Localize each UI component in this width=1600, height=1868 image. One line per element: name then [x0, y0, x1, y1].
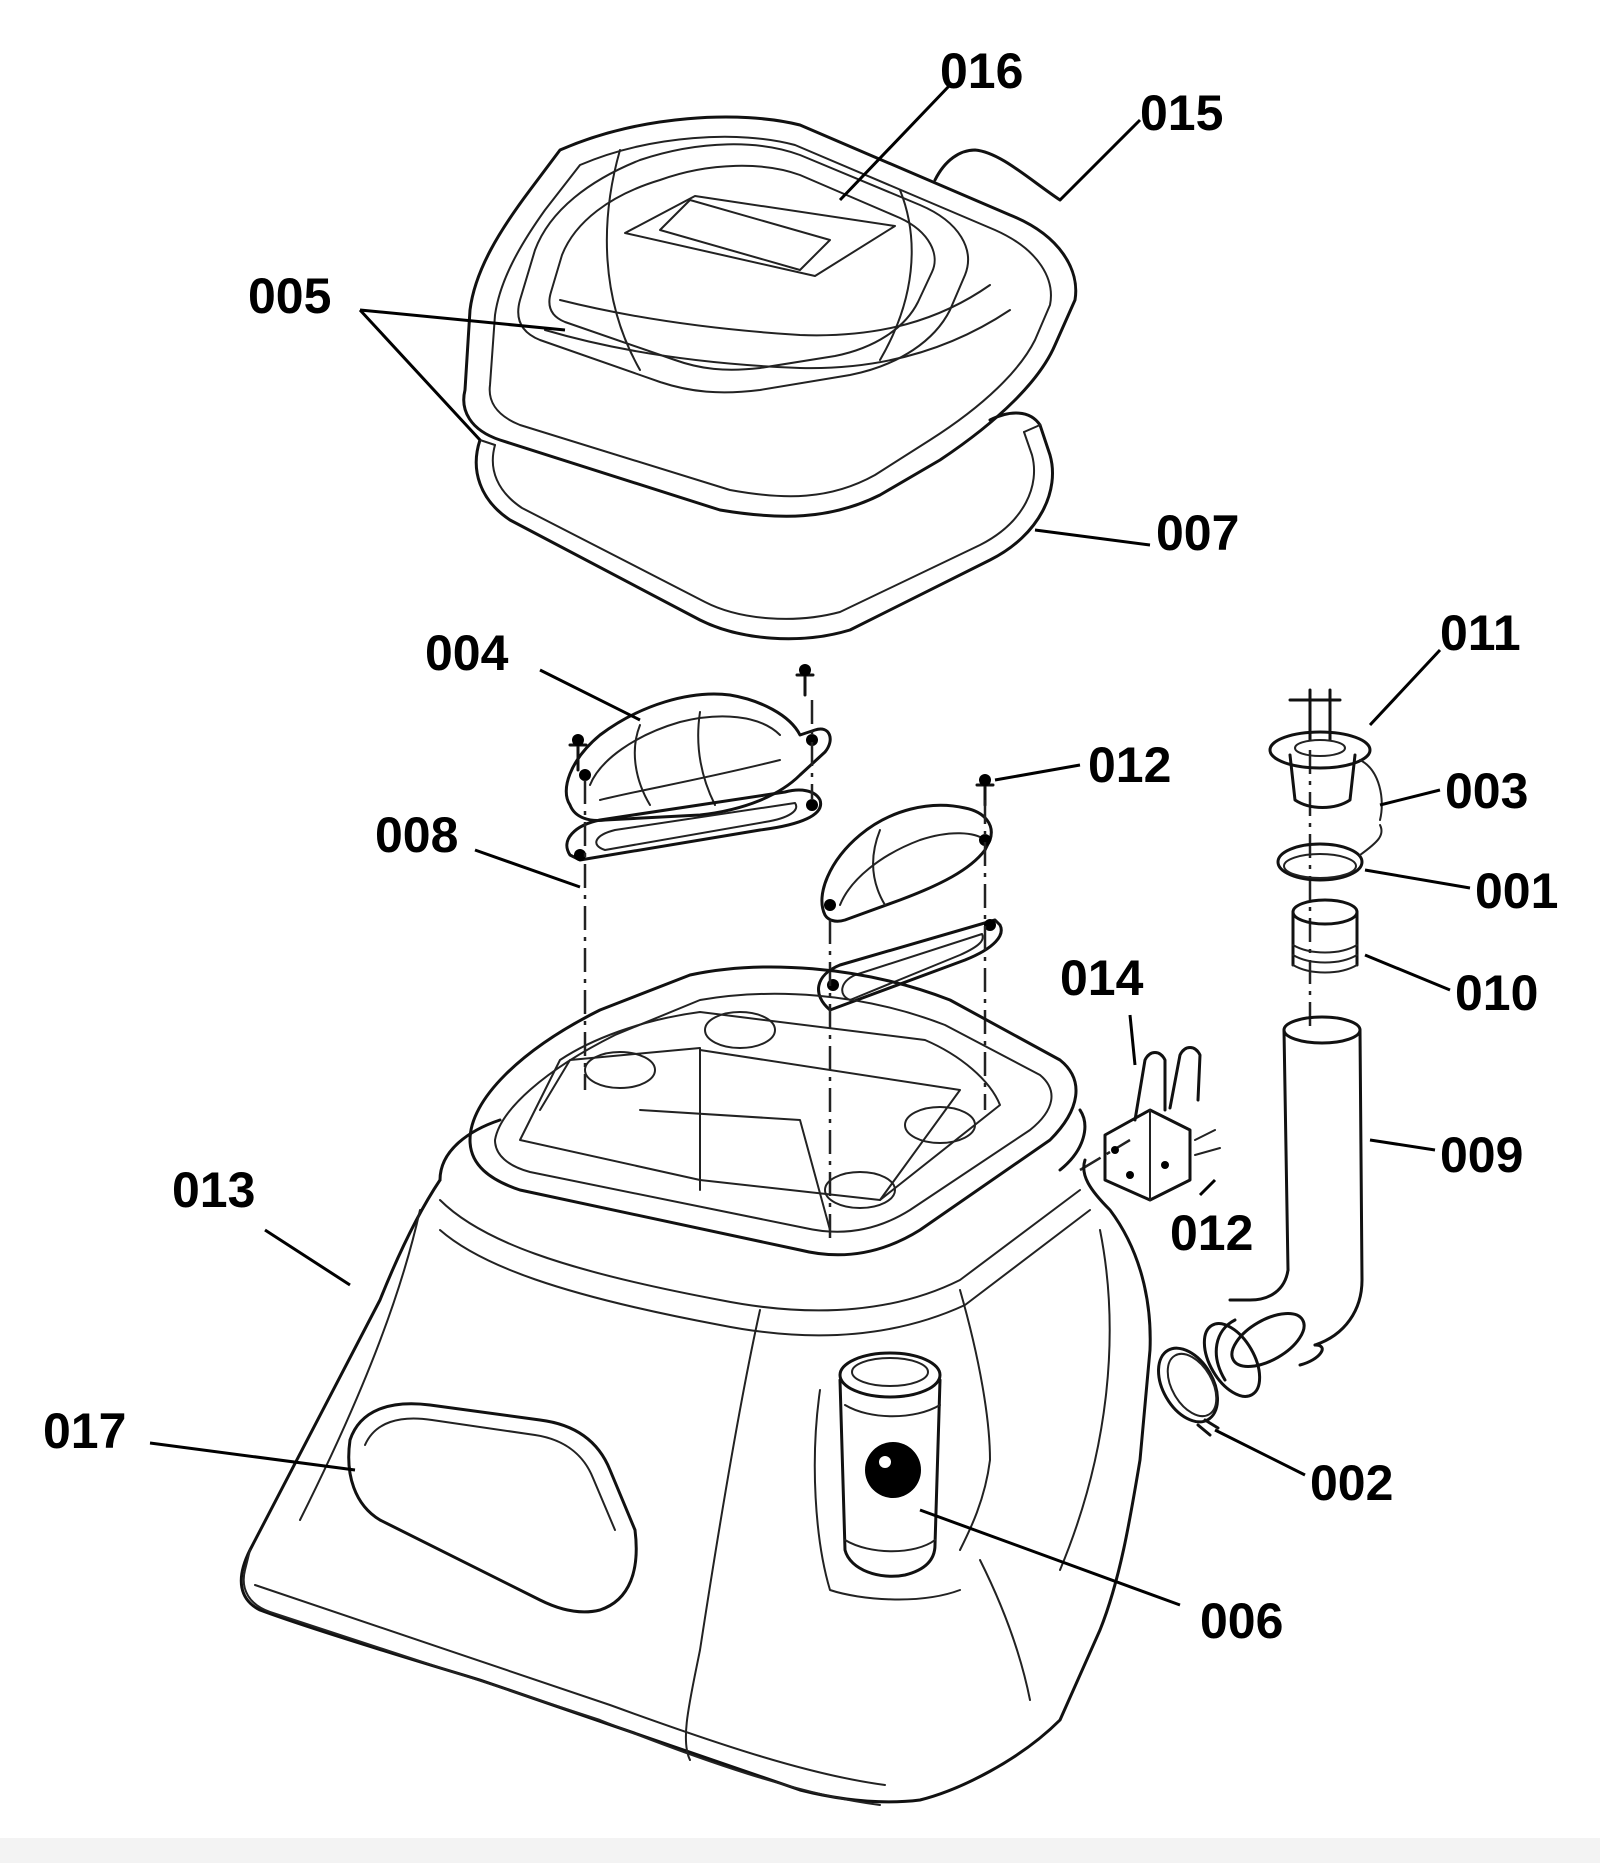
- callout-005: 005: [248, 268, 331, 324]
- callout-016: 016: [940, 43, 1023, 99]
- callout-017: 017: [43, 1403, 126, 1459]
- callout-008: 008: [375, 807, 458, 863]
- plate-right: [817, 918, 1003, 1012]
- callout-009: 009: [1440, 1127, 1523, 1183]
- cover-left: [564, 664, 832, 822]
- callout-012-bottom: 012: [1170, 1205, 1253, 1261]
- assembly-guides: [583, 700, 1312, 1240]
- pipe-assembly: [1157, 688, 1383, 1437]
- callout-labels: 016 015 005 007 004 012 008 011 003 001 …: [43, 43, 1558, 1649]
- callout-006: 006: [1200, 1593, 1283, 1649]
- plate-left: [565, 788, 823, 862]
- callout-013: 013: [172, 1162, 255, 1218]
- cover-right: [820, 774, 995, 923]
- leader-lines: [149, 83, 1471, 1607]
- callout-004: 004: [425, 625, 509, 681]
- callout-001: 001: [1475, 863, 1558, 919]
- lid-assembly: [462, 115, 1078, 518]
- callout-003: 003: [1445, 763, 1528, 819]
- callout-002: 002: [1310, 1455, 1393, 1511]
- bracket-014: [1103, 1046, 1221, 1202]
- tank-body: [239, 965, 1152, 1806]
- callout-015: 015: [1140, 85, 1223, 141]
- callout-010: 010: [1455, 965, 1538, 1021]
- gasket-ring: [474, 411, 1054, 641]
- bottom-strip: [0, 1838, 1600, 1863]
- callout-007: 007: [1156, 505, 1239, 561]
- callout-012-top: 012: [1088, 737, 1171, 793]
- callout-011: 011: [1440, 605, 1521, 661]
- callout-014: 014: [1060, 950, 1144, 1006]
